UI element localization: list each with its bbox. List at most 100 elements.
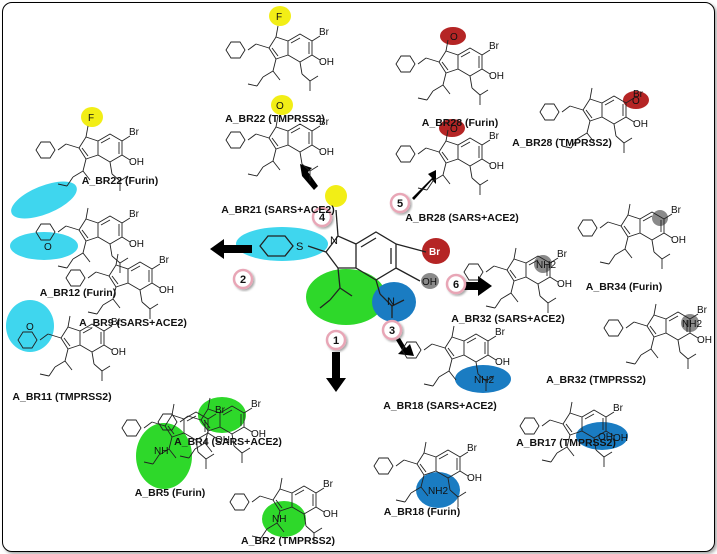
compound-label: A_BR22 (TMPRSS2) xyxy=(225,113,325,125)
step-number: 2 xyxy=(240,274,246,286)
compound-label: A_BR21 (SARS+ACE2) xyxy=(221,204,335,216)
atom-oh: OH xyxy=(111,347,126,358)
compound-label: A_BR11 (TMPRSS2) xyxy=(12,391,111,403)
atom-oh: OH xyxy=(159,285,174,296)
step-number: 1 xyxy=(333,335,339,347)
substituent-label: O xyxy=(276,101,284,112)
compound-label: A_BR12 (Furin) xyxy=(40,287,116,299)
substituent-label: O xyxy=(450,124,458,135)
highlight-yellow-n xyxy=(325,185,347,207)
compound-label: A_BR4 (SARS+ACE2) xyxy=(174,436,282,448)
atom-br: Br xyxy=(495,327,506,338)
hl-br28-tmprss2 xyxy=(623,91,649,109)
substituent-label: O xyxy=(44,242,52,253)
center-n-text: N xyxy=(330,235,338,247)
atom-br: Br xyxy=(697,305,708,316)
hl-br28-sars xyxy=(439,119,465,137)
atom-oh: OH xyxy=(495,357,510,368)
atom-oh: OH xyxy=(129,157,144,168)
compound-label: A_BR5 (Furin) xyxy=(135,487,206,499)
substituent-label: O xyxy=(632,96,640,107)
center-s-text: S xyxy=(296,241,303,253)
center-br-text: Br xyxy=(429,247,440,258)
substituent-label: OH xyxy=(598,432,613,443)
atom-oh: OH xyxy=(671,235,686,246)
step-number: 5 xyxy=(397,198,403,210)
step-badge-5: 5 xyxy=(389,192,411,214)
compound-label: A_BR28 (Furin) xyxy=(422,117,498,129)
atom-br: Br xyxy=(489,41,500,52)
central-scaffold: Br OH N S N xyxy=(236,185,450,325)
hl-br32-sars xyxy=(534,255,552,273)
substituent-label: NH2 xyxy=(682,319,702,330)
atom-br: Br xyxy=(467,443,478,454)
compound-scaffold xyxy=(395,129,491,196)
substituent-label: F xyxy=(276,12,282,23)
atom-br: Br xyxy=(215,405,226,416)
step-badge-2: 2 xyxy=(232,268,254,290)
step-badge-3: 3 xyxy=(381,319,403,341)
hl-br4 xyxy=(198,397,246,433)
compound-label: A_BR32 (SARS+ACE2) xyxy=(451,313,565,325)
atom-br: Br xyxy=(319,27,330,38)
compound-label: A_BR28 (SARS+ACE2) xyxy=(405,212,519,224)
atom-br: Br xyxy=(323,479,334,490)
atom-oh: OH xyxy=(215,435,230,446)
compound-label: A_BR32 (TMPRSS2) xyxy=(546,374,646,386)
substituent-label: NH2 xyxy=(428,486,448,497)
hl-br5 xyxy=(136,423,192,489)
atom-oh: OH xyxy=(467,473,482,484)
step-number: 3 xyxy=(389,325,395,337)
compound-scaffold xyxy=(225,25,321,92)
atom-br: Br xyxy=(319,117,330,128)
atom-br: Br xyxy=(671,205,682,216)
compound-scaffold xyxy=(395,39,491,106)
substituent-label: NH xyxy=(272,514,286,525)
atom-br: Br xyxy=(557,249,568,260)
compound-label: A_BR18 (Furin) xyxy=(384,506,460,518)
hl-br9 xyxy=(10,232,78,260)
compound-label: A_BR22 (Furin) xyxy=(82,175,158,187)
compound-highlights xyxy=(6,6,699,537)
hl-br22-tmprss2 xyxy=(269,6,291,26)
atom-oh: OH xyxy=(129,239,144,250)
step-badge-6: 6 xyxy=(445,273,467,295)
highlight-blue-amine xyxy=(372,282,416,322)
atom-br: Br xyxy=(129,209,140,220)
compound-label: A_BR28 (TMPRSS2) xyxy=(512,137,612,149)
hl-br18-furin xyxy=(416,472,460,508)
substituent-label: O xyxy=(450,32,458,43)
atom-br: Br xyxy=(633,89,644,100)
hl-br12 xyxy=(11,181,77,219)
compound-label: A_BR18 (SARS+ACE2) xyxy=(383,400,497,412)
atom-oh: OH xyxy=(489,71,504,82)
center-amine-n-text: N xyxy=(387,296,395,308)
substituent-label: NH2 xyxy=(536,260,556,271)
step-badges: 1 2 3 4 5 6 xyxy=(232,192,467,351)
atom-br: Br xyxy=(129,127,140,138)
arrows xyxy=(210,164,492,392)
hl-br21 xyxy=(271,95,293,115)
step-badge-4: 4 xyxy=(311,206,333,228)
hl-br22-furin xyxy=(81,107,103,127)
highlight-red-br xyxy=(422,238,450,264)
arrow-3 xyxy=(396,338,414,356)
arrow-4 xyxy=(300,164,318,190)
substituent-label: NH2 xyxy=(474,375,494,386)
step-number: 6 xyxy=(453,279,459,291)
atom-oh: OH xyxy=(319,57,334,68)
highlight-cyan-thiophenyl xyxy=(236,227,328,261)
